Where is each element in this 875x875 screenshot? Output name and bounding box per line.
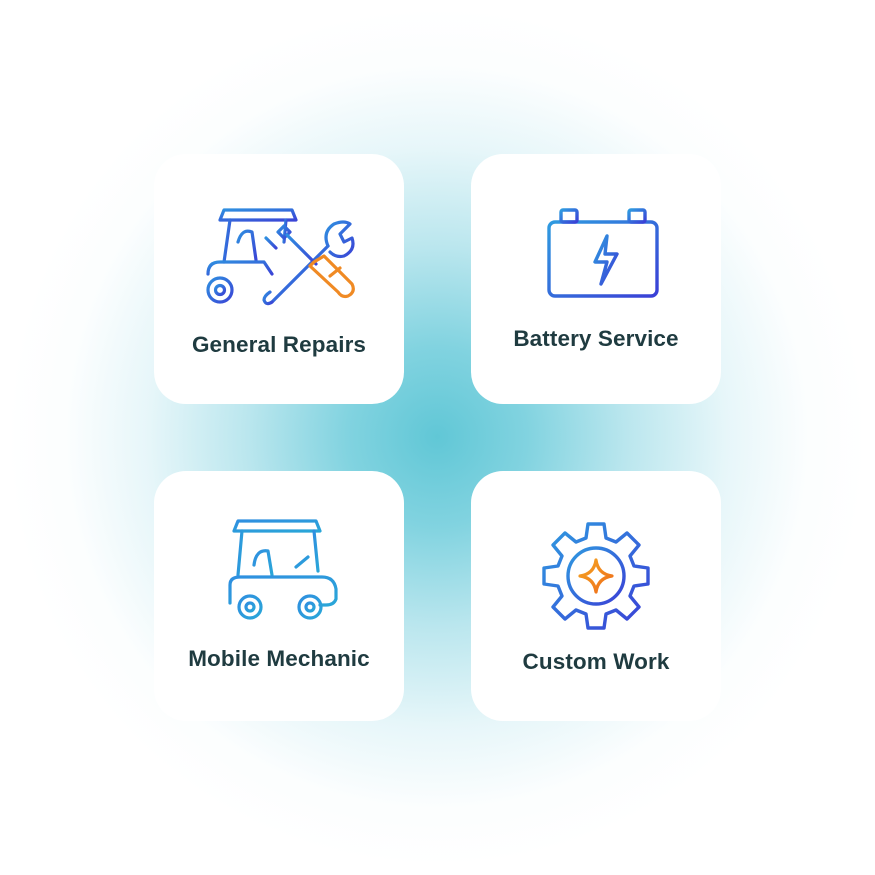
- general-repairs-card[interactable]: General Repairs: [154, 154, 404, 404]
- mobile-mechanic-card[interactable]: Mobile Mechanic: [154, 471, 404, 721]
- gear-sparkle-icon: [471, 516, 721, 636]
- battery-service-label: Battery Service: [513, 326, 679, 351]
- golf-cart-repair-icon: [154, 202, 404, 312]
- battery-service-card[interactable]: Battery Service: [471, 154, 721, 404]
- custom-work-label: Custom Work: [522, 649, 670, 674]
- mobile-mechanic-label: Mobile Mechanic: [188, 646, 370, 671]
- general-repairs-label: General Repairs: [191, 332, 367, 357]
- custom-work-card[interactable]: Custom Work: [471, 471, 721, 721]
- battery-icon: [471, 204, 721, 304]
- moving-golf-cart-icon: [154, 515, 404, 630]
